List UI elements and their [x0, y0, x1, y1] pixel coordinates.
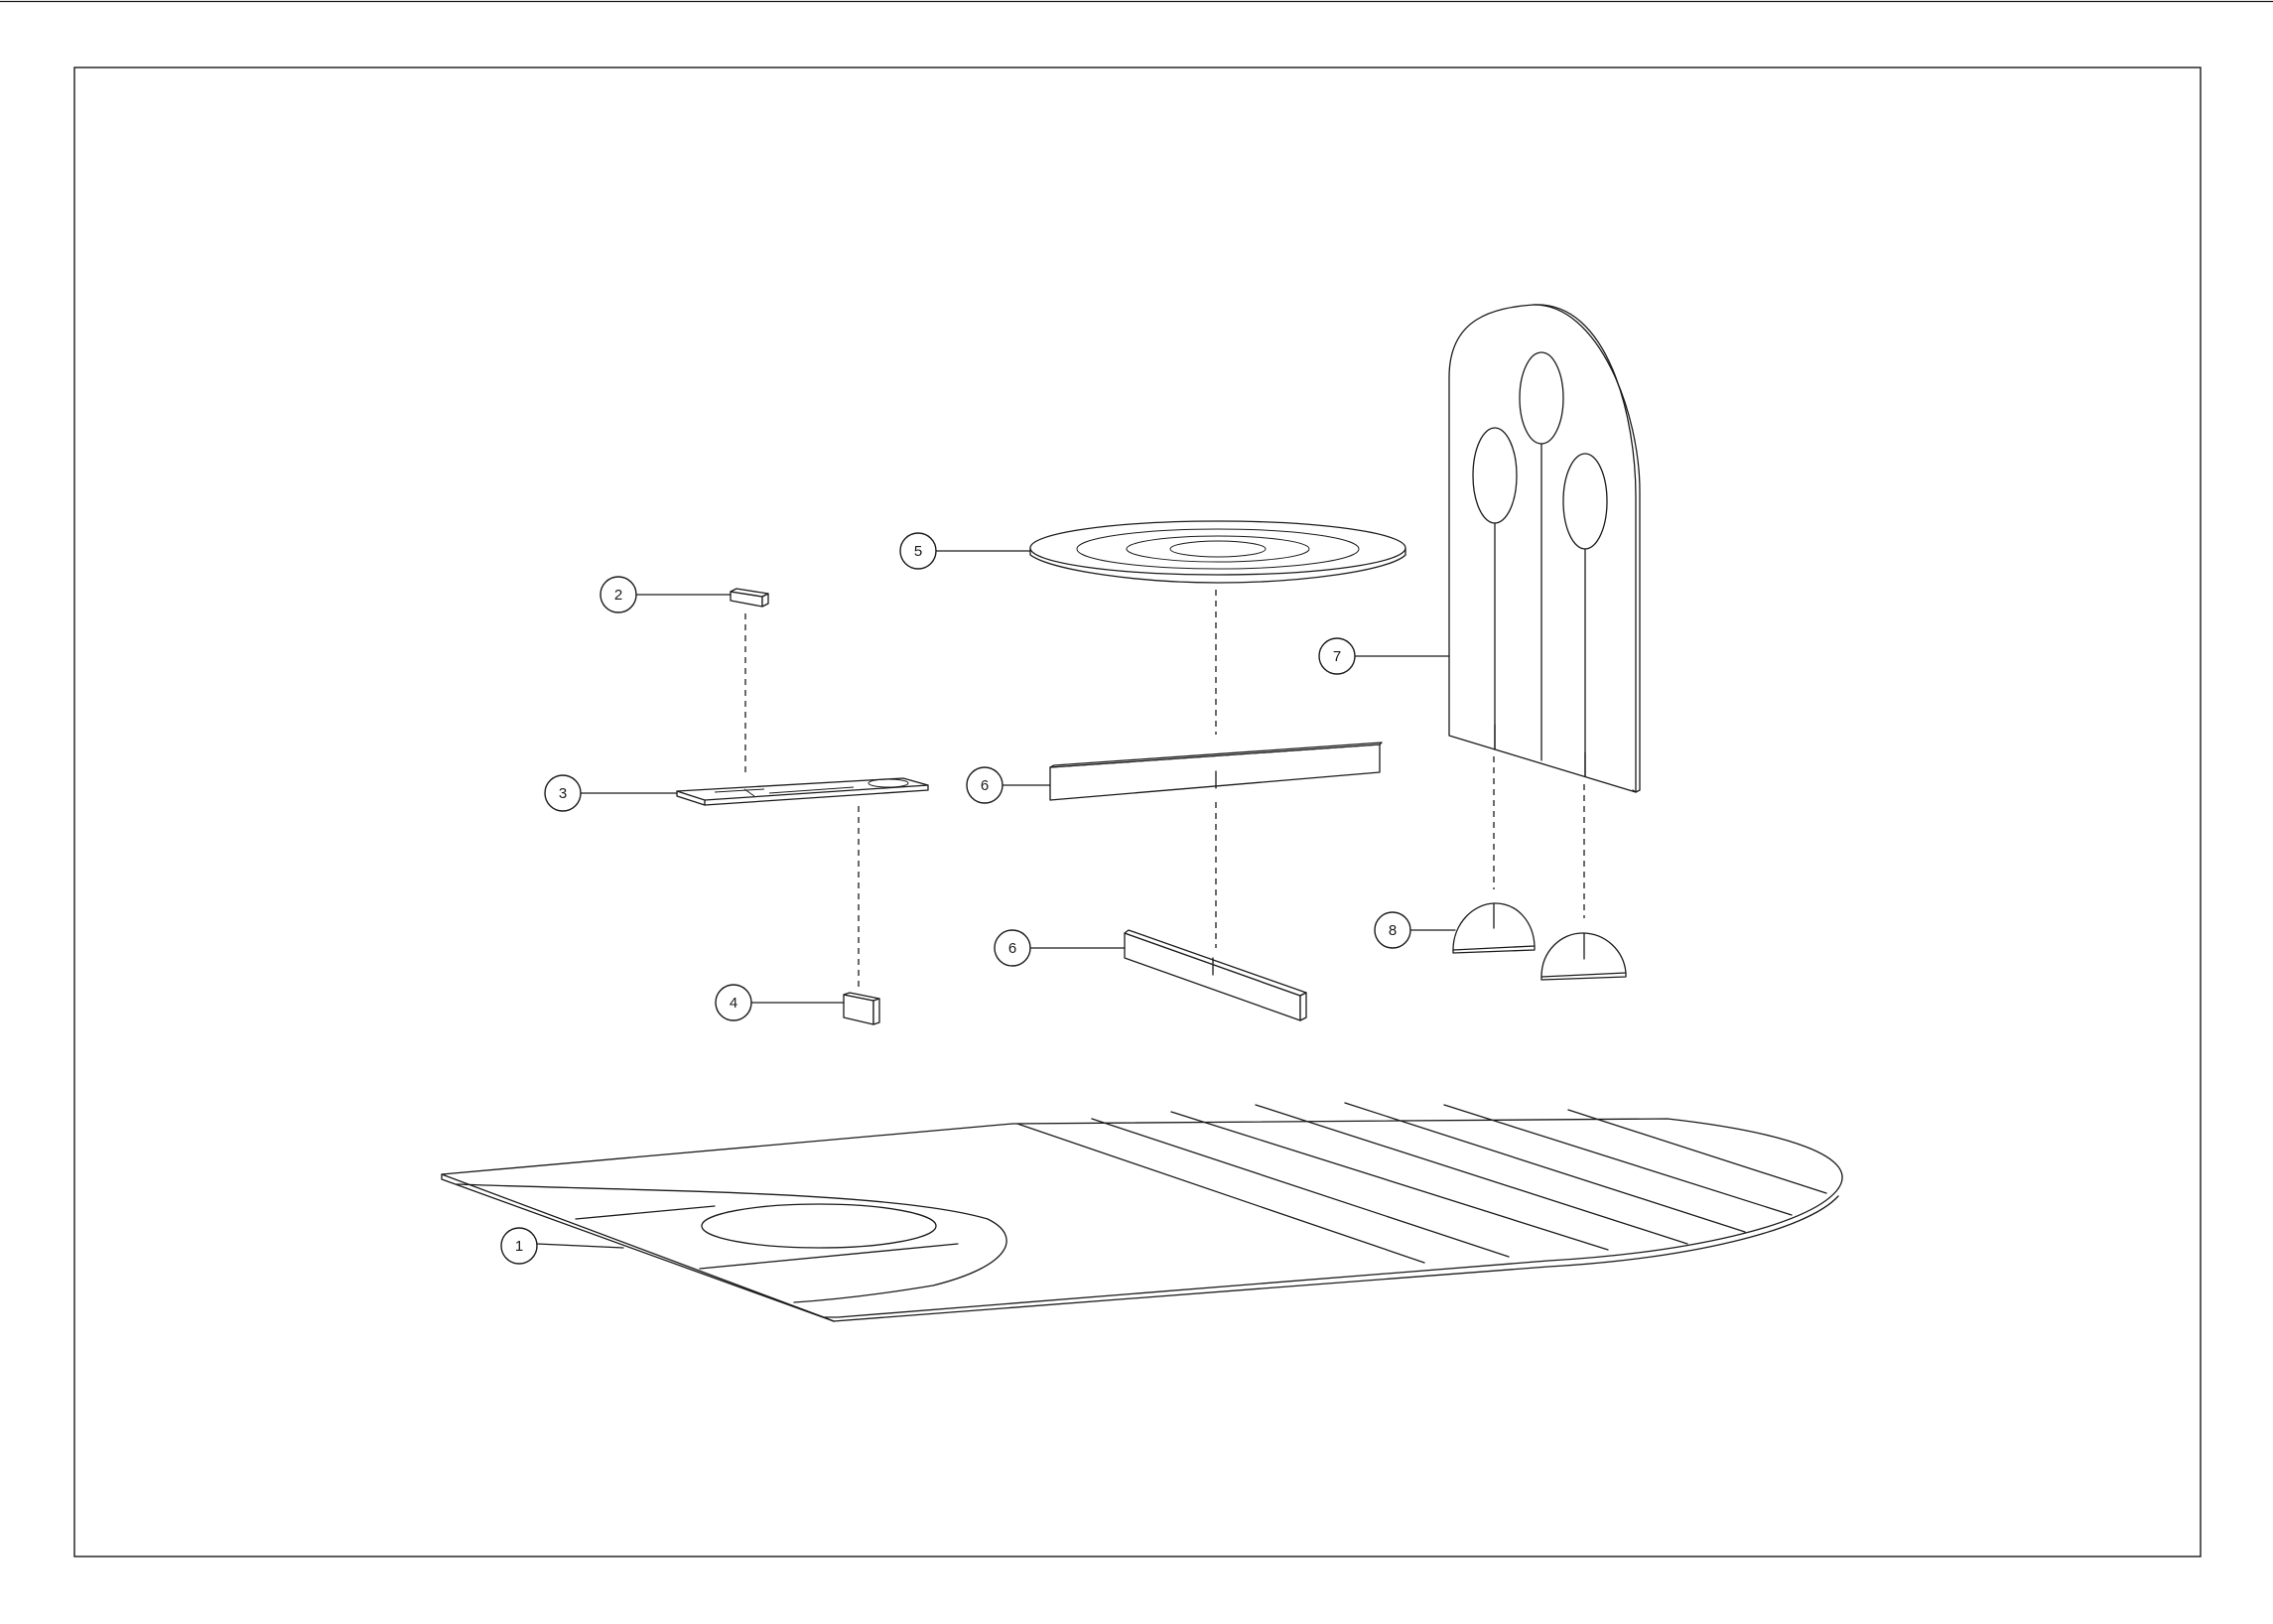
callout-part-8: 8	[1374, 911, 1456, 949]
callout-label: 8	[1389, 922, 1397, 939]
part-5-round-disc	[1029, 520, 1406, 584]
callout-label: 3	[559, 785, 567, 802]
callout-part-1: 1	[500, 1227, 624, 1265]
part-4-small-block	[843, 992, 880, 1025]
part-8-foot-right	[1540, 932, 1627, 981]
callout-label: 6	[1008, 940, 1016, 957]
callout-part-4: 4	[715, 984, 845, 1021]
callout-part-6-lower: 6	[994, 929, 1126, 967]
callout-label: 1	[515, 1238, 523, 1255]
callout-part-2: 2	[600, 576, 732, 613]
callout-label: 4	[730, 995, 737, 1012]
drawing-frame	[73, 67, 2202, 1557]
callout-label: 2	[614, 587, 622, 604]
callout-label: 6	[981, 777, 989, 794]
part-8-foot-left	[1452, 902, 1536, 954]
callout-label: 7	[1333, 648, 1341, 665]
callout-part-3: 3	[544, 774, 678, 812]
part-6-lower-rail	[1124, 929, 1307, 1021]
callout-label: 5	[914, 543, 922, 560]
part-2-small-block	[730, 588, 769, 608]
part-1-base-plate	[441, 1102, 1843, 1322]
callout-part-6-upper: 6	[966, 766, 1051, 804]
part-3-bench-board	[676, 777, 929, 806]
callout-part-5: 5	[899, 532, 1031, 570]
part-6-upper-rail	[1049, 742, 1383, 801]
part-7-arched-backboard	[1448, 304, 1641, 793]
callout-part-7: 7	[1318, 637, 1450, 675]
